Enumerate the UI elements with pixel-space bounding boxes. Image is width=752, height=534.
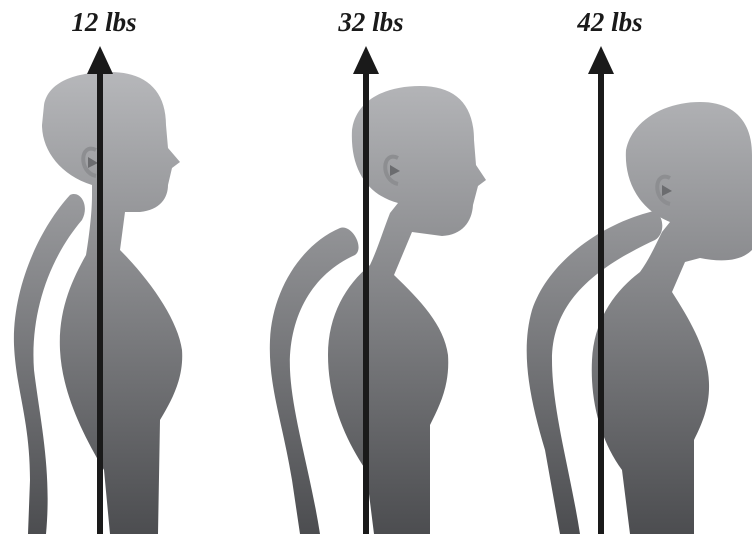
head-torso-silhouette [42, 72, 182, 534]
gravity-arrow-head [353, 46, 379, 74]
figure-upright: 12 lbs [14, 7, 182, 534]
gravity-arrow-shaft [97, 70, 103, 534]
head-torso-silhouette [592, 102, 752, 534]
gravity-arrow-head [87, 46, 113, 74]
weight-label: 42 lbs [576, 7, 642, 37]
gravity-arrow-head [588, 46, 614, 74]
gravity-arrow-shaft [598, 70, 604, 534]
weight-label: 12 lbs [71, 7, 136, 37]
head-torso-silhouette [328, 86, 486, 534]
gravity-arrow-shaft [363, 70, 369, 534]
weight-label: 32 lbs [337, 7, 403, 37]
figure-severe-forward: 42 lbs [527, 7, 752, 534]
figure-moderate-forward: 32 lbs [270, 7, 486, 534]
